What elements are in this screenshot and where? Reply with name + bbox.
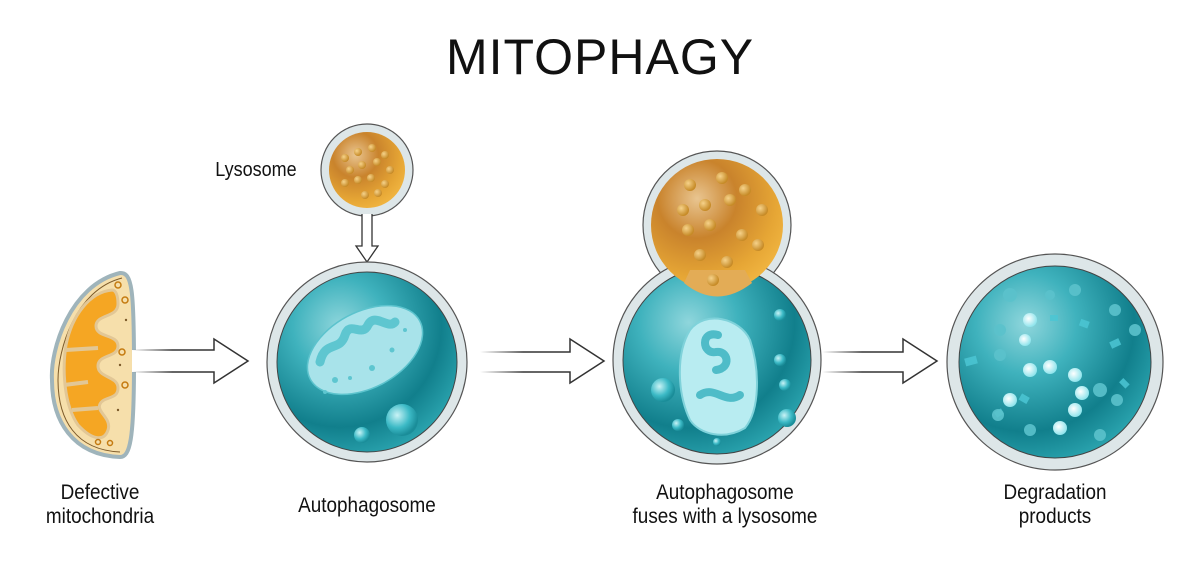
label-line: Autophagosome [298, 494, 436, 517]
defective-mitochondria-icon [49, 271, 137, 460]
degradation-products-icon [946, 253, 1164, 471]
arrow-right-icon [480, 337, 606, 385]
label-line: Autophagosome [656, 481, 794, 504]
arrow-right-icon [822, 337, 939, 385]
lysosome-label: Lysosome [215, 159, 297, 181]
stage-label-fusion: Autophagosome fuses with a lysosome [613, 481, 838, 529]
arrow-down-icon [354, 214, 380, 264]
stage-label-autophagosome: Autophagosome [277, 494, 457, 518]
label-line: fuses with a lysosome [632, 505, 818, 528]
lysosome-icon [320, 123, 414, 217]
stage-label-degradation-products: Degradation products [965, 481, 1145, 529]
fusion-icon [612, 150, 822, 465]
arrow-right-icon [132, 337, 250, 385]
autophagosome-icon [266, 261, 468, 463]
label-line: mitochondria [45, 505, 155, 528]
label-line: Defective [60, 481, 140, 504]
stage-label-defective-mitochondria: Defective mitochondria [28, 481, 172, 529]
diagram-title: MITOPHAGY [445, 29, 755, 85]
label-line: Degradation [1003, 481, 1107, 504]
label-line: products [1018, 505, 1092, 528]
